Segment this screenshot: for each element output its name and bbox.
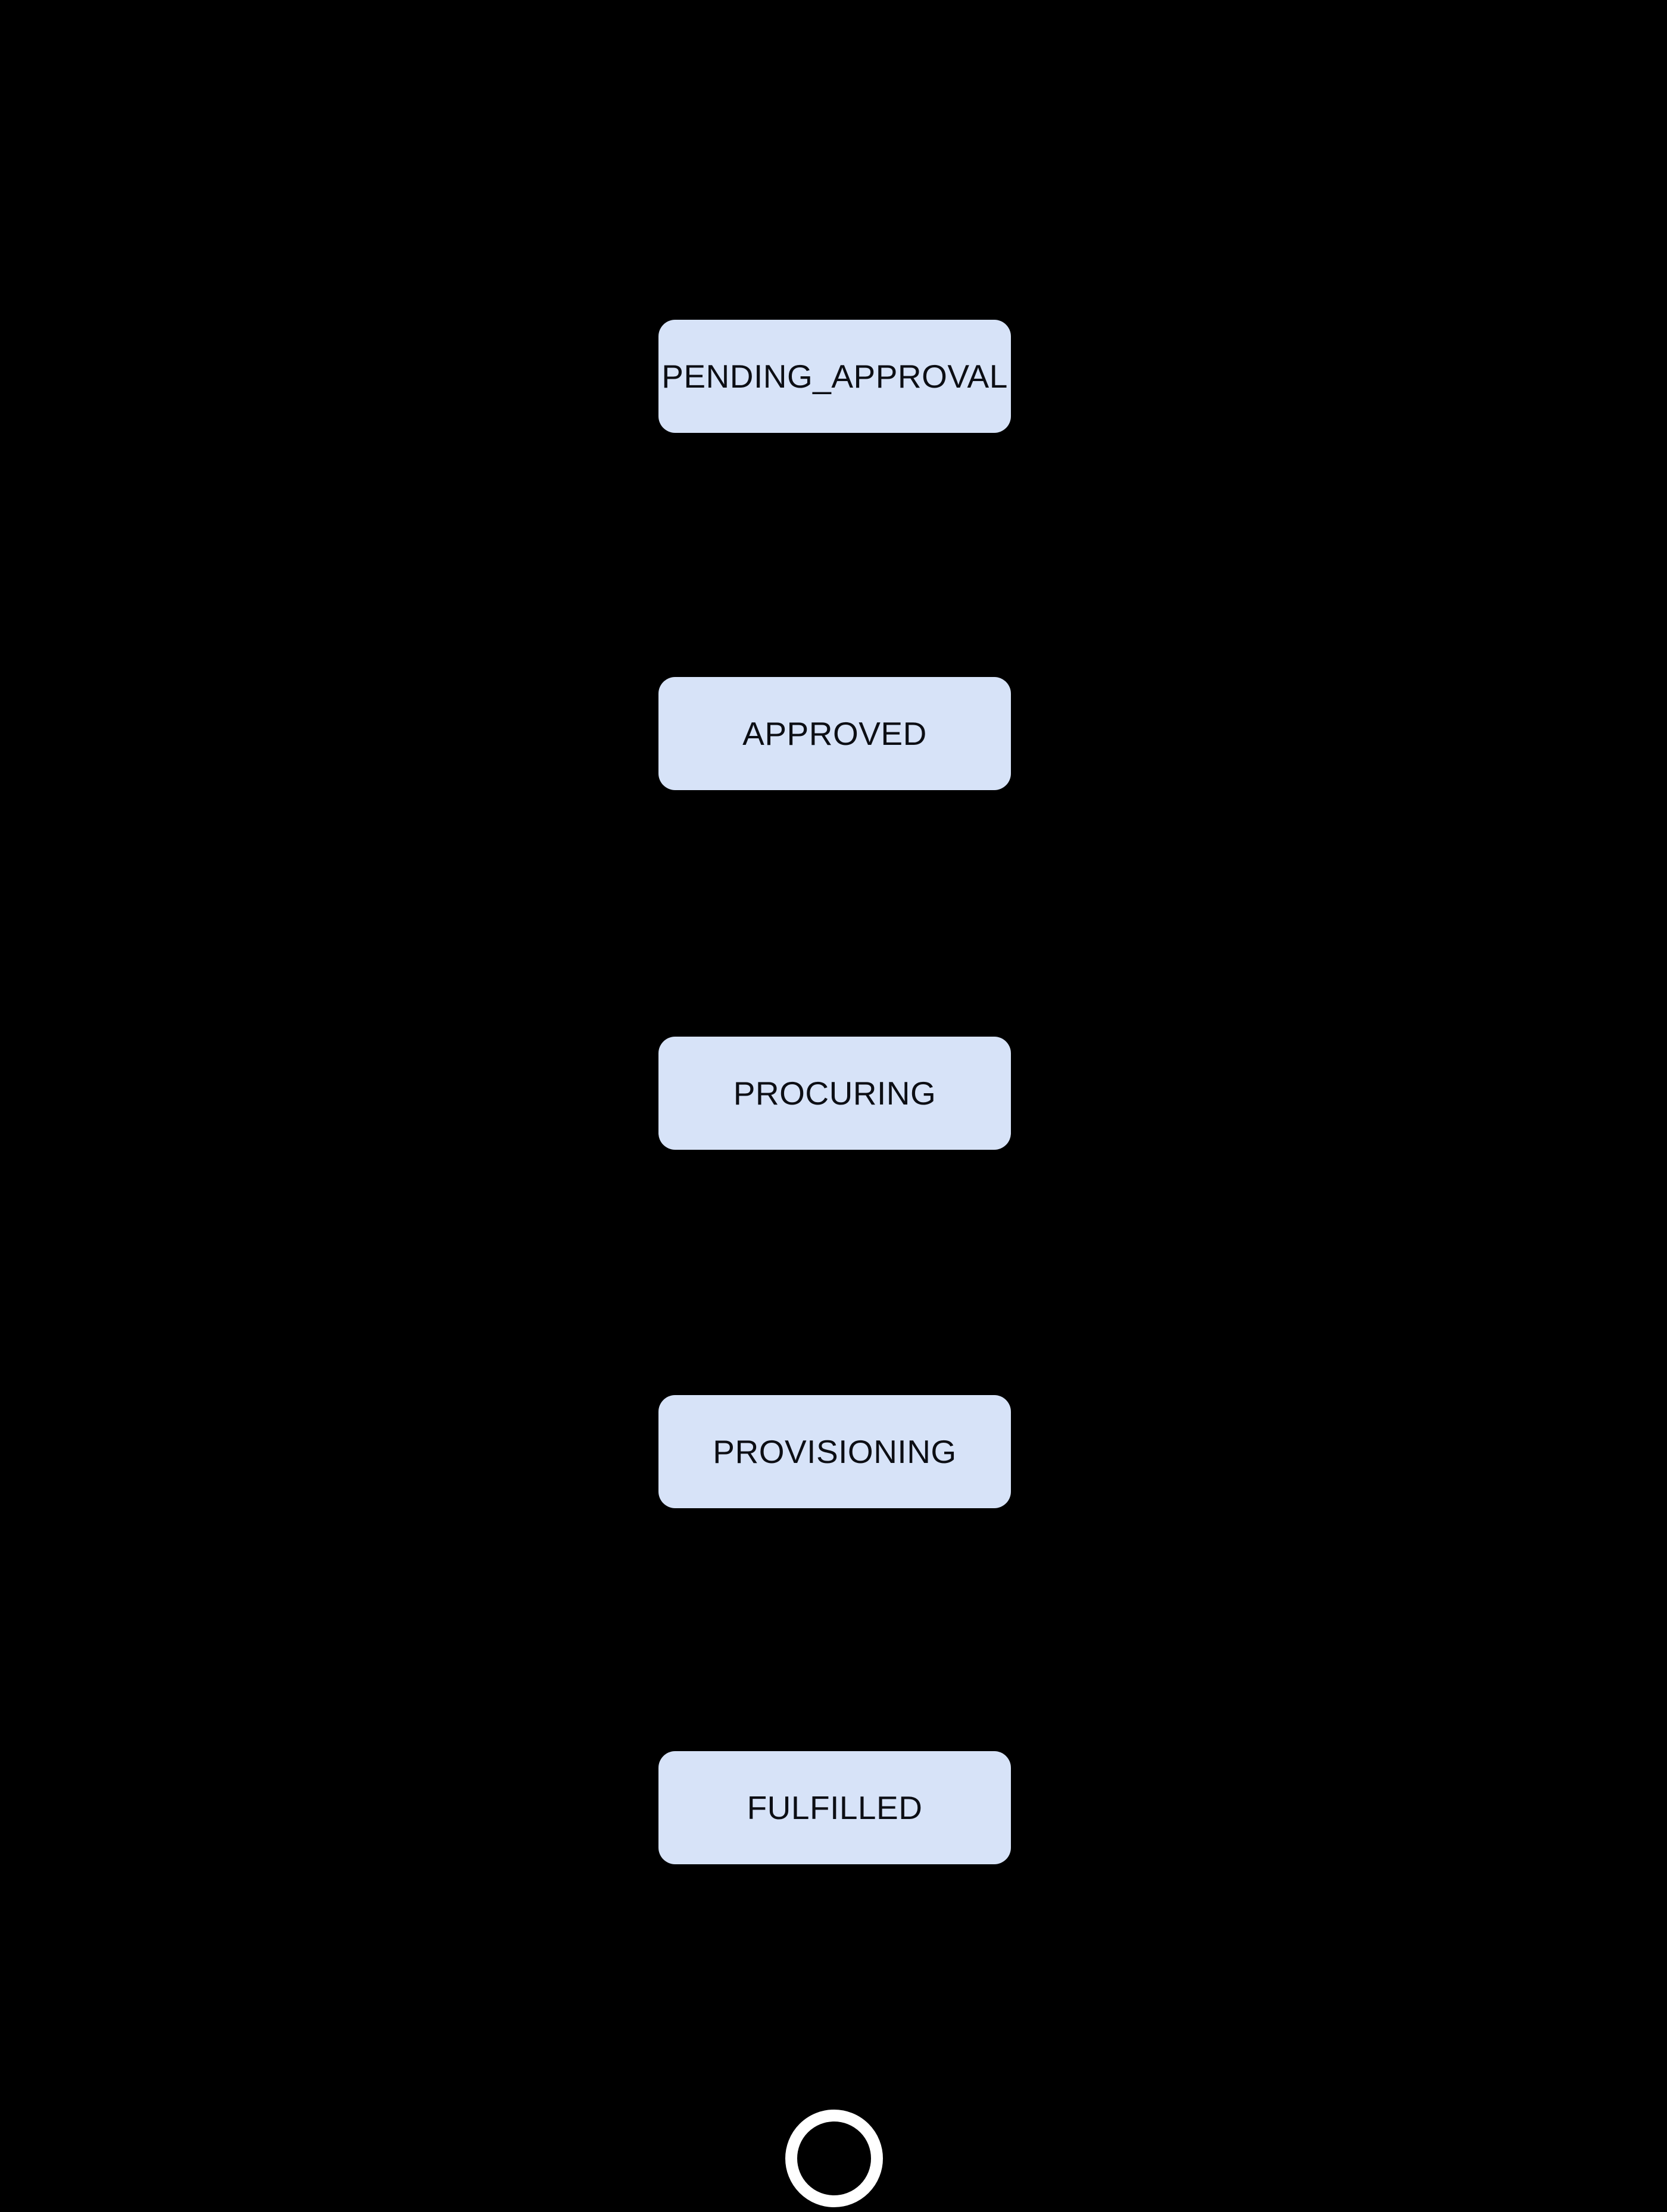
state-node-provisioning: PROVISIONING — [658, 1395, 1011, 1508]
state-label: PROCURING — [733, 1075, 936, 1112]
state-label: PENDING_APPROVAL — [661, 358, 1008, 395]
state-label: APPROVED — [742, 715, 927, 752]
state-node-approved: APPROVED — [658, 677, 1011, 790]
state-node-fulfilled: FULFILLED — [658, 1751, 1011, 1864]
end-state-icon — [785, 2110, 883, 2207]
state-node-procuring: PROCURING — [658, 1037, 1011, 1150]
state-node-pending-approval: PENDING_APPROVAL — [658, 320, 1011, 433]
state-label: PROVISIONING — [713, 1433, 957, 1470]
state-label: FULFILLED — [747, 1789, 923, 1826]
